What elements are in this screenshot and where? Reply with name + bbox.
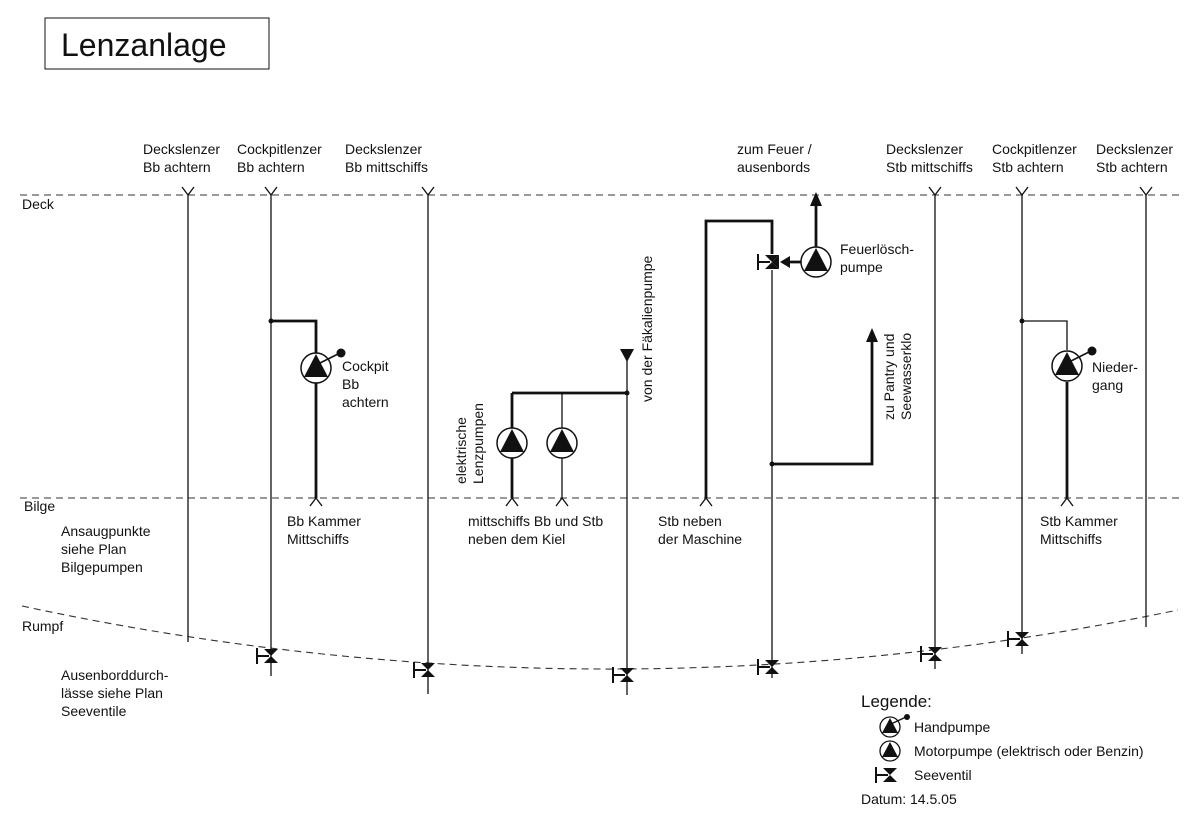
sea-valve-icon (920, 645, 943, 663)
zone-deck-label: Deck (22, 196, 55, 212)
label-faekalienpumpe: von der Fäkalienpumpe (639, 255, 655, 402)
label-feuerloeschpumpe: Feuerlösch- pumpe (840, 241, 918, 275)
junction-dot (769, 461, 775, 467)
inlet-bb-mittschiffs (421, 186, 435, 196)
inlet-bb-achtern (181, 186, 195, 196)
pipe-stb-maschine (704, 219, 774, 498)
sea-valve-icon (256, 647, 279, 665)
motor-pump-icon (879, 740, 901, 762)
hand-pump-icon (1051, 345, 1098, 382)
sea-valve-icon (875, 766, 898, 784)
zone-rumpf-label: Rumpf (22, 618, 63, 634)
legend-motorpumpe: Motorpumpe (elektrisch oder Benzin) (914, 743, 1144, 759)
label-deckslenzer-bb-achtern: Deckslenzer Bb achtern (143, 141, 224, 175)
pipe-cockpit-bb-branch (271, 319, 318, 498)
suction-mittschiffs-2 (555, 497, 569, 507)
label-deckslenzer-stb-mittschiffs: Deckslenzer Stb mittschiffs (886, 141, 973, 175)
sea-valve-icon (612, 666, 635, 684)
note-ansaugpunkte: Ansaugpunkte siehe Plan Bilgepumpen (61, 523, 154, 575)
hand-pump-icon (300, 347, 347, 384)
motor-pump-icon (496, 427, 528, 459)
inlet-stb-mittschiffs (928, 186, 942, 196)
legend-title: Legende: (861, 692, 932, 711)
zone-bilge-label: Bilge (24, 498, 55, 514)
suction-stb-kammer (1060, 497, 1074, 507)
label-cockpitlenzer-bb-achtern: Cockpitlenzer Bb achtern (237, 141, 326, 175)
pipe-pantry (772, 340, 874, 466)
suction-stb-maschine (699, 497, 713, 507)
label-bb-kammer: Bb Kammer Mittschiffs (287, 513, 365, 547)
suction-mittschiffs-1 (505, 497, 519, 507)
fire-arrow-head (780, 256, 790, 268)
title-box (44, 17, 270, 70)
label-niedergang-pump: Nieder- gang (1092, 359, 1142, 393)
label-mittschiffs-kiel: mittschiffs Bb und Stb neben dem Kiel (468, 513, 607, 547)
junction-dot (624, 390, 630, 396)
label-deckslenzer-bb-mittschiffs: Deckslenzer Bb mittschiffs (345, 141, 428, 175)
rumpf-curve (21, 605, 1179, 670)
label-stb-kammer: Stb Kammer Mittschiffs (1040, 513, 1122, 547)
hand-pump-icon (879, 713, 911, 738)
page-title: Lenzanlage (61, 27, 226, 63)
sea-valve-icon (757, 253, 780, 271)
note-ausenborddurchlaesse: Ausenborddurch- lässe siehe Plan Seevent… (61, 667, 172, 719)
inlet-cockpit-bb (264, 186, 278, 196)
pantry-arrow (866, 328, 878, 342)
label-cockpitlenzer-stb-achtern: Cockpitlenzer Stb achtern (992, 141, 1081, 175)
label-pantry-seewasserklo: zu Pantry und Seewasserklo (881, 330, 914, 420)
label-elektrische-lenzpumpen: elektrische Lenzpumpen (453, 403, 486, 484)
feuer-arrow (810, 192, 822, 206)
legend-seeventil: Seeventil (914, 767, 972, 783)
faekalien-inlet-arrow (620, 349, 634, 362)
sea-valve-icon (1007, 630, 1030, 648)
label-zum-feuer: zum Feuer / ausenbords (737, 141, 816, 175)
label-deckslenzer-stb-achtern: Deckslenzer Stb achtern (1096, 141, 1177, 175)
motor-pump-icon (800, 246, 832, 278)
label-stb-maschine: Stb neben der Maschine (658, 513, 742, 547)
legend-datum: Datum: 14.5.05 (861, 791, 957, 807)
suction-bb-kammer (309, 497, 323, 507)
sea-valve-icon (413, 661, 436, 679)
legend-handpumpe: Handpumpe (914, 719, 990, 735)
pipe-niedergang-branch (1022, 320, 1068, 350)
motor-pump-icon (546, 427, 578, 459)
inlet-stb-achtern (1139, 186, 1153, 196)
label-cockpit-bb-pump: Cockpit Bb achtern (342, 358, 393, 410)
inlet-cockpit-stb (1015, 186, 1029, 196)
sea-valve-icon (757, 658, 780, 676)
